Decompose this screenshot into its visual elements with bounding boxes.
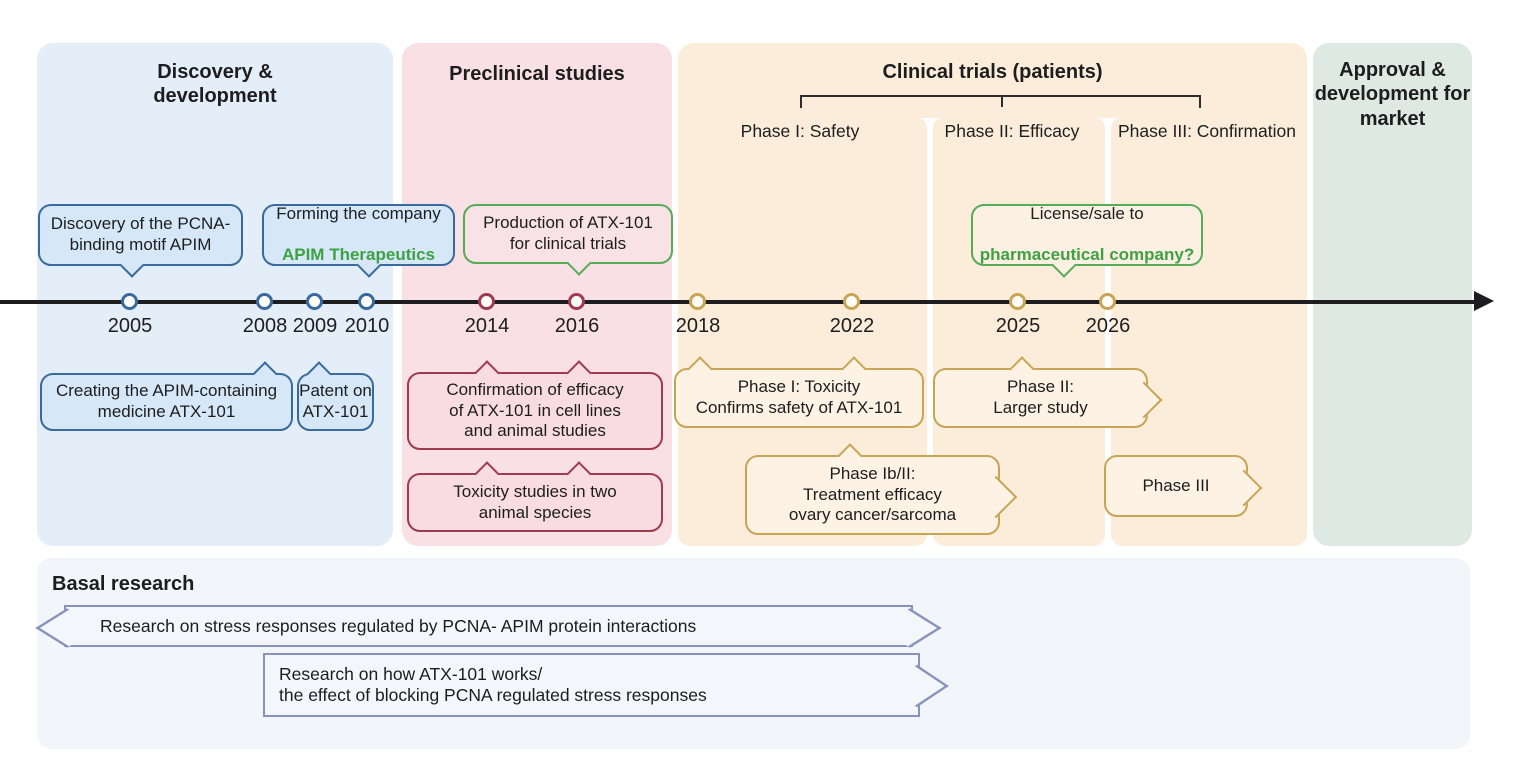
bubble-line1: Forming the company bbox=[276, 203, 441, 223]
bubble-line2-pharma: pharmaceutical company? bbox=[979, 245, 1195, 265]
bubble-text: Production of ATX-101 for clinical trial… bbox=[483, 213, 653, 253]
timeline-dot-2016 bbox=[568, 293, 585, 310]
bubble-patent-atx101: Patent on ATX-101 bbox=[297, 361, 374, 431]
panel-approval-market bbox=[1313, 43, 1472, 546]
timeline-year-label: 2014 bbox=[464, 315, 510, 337]
timeline-dot-2005 bbox=[121, 293, 138, 310]
bubble-phase3: Phase III bbox=[1104, 455, 1263, 517]
bubble-text: Forming the company APIM Therapeutics bbox=[276, 204, 440, 267]
bubble-toxicity-studies: Toxicity studies in two animal species bbox=[407, 461, 663, 532]
timeline-axis bbox=[0, 300, 1476, 304]
section-title-preclinical: Preclinical studies bbox=[449, 63, 625, 85]
bubble-text: Toxicity studies in two animal species bbox=[453, 481, 617, 522]
timeline-year-label: 2022 bbox=[829, 315, 875, 337]
timeline-year-label: 2026 bbox=[1085, 315, 1131, 337]
timeline-year-label: 2018 bbox=[675, 315, 721, 337]
bubble-line2-company-name: APIM Therapeutics bbox=[281, 245, 436, 265]
bubble-production-atx101: Production of ATX-101 for clinical trial… bbox=[463, 204, 673, 276]
bubble-text: License/sale to pharmaceutical company? bbox=[980, 204, 1194, 267]
timeline-year-label: 2016 bbox=[554, 315, 600, 337]
bubble-discovery-apim-motif: Discovery of the PCNA- binding motif API… bbox=[38, 204, 243, 278]
timeline-year-label: 2025 bbox=[995, 315, 1041, 337]
banner-text: Research on stress responses regulated b… bbox=[100, 615, 697, 636]
bubble-creating-atx101: Creating the APIM-containing medicine AT… bbox=[40, 361, 293, 431]
bubble-license-sale: License/sale to pharmaceutical company? bbox=[971, 204, 1203, 278]
phase2-label: Phase II: Efficacy bbox=[944, 121, 1080, 141]
basal-arrow-stress-responses: Research on stress responses regulated b… bbox=[35, 605, 942, 648]
bubble-text: Phase II: Larger study bbox=[993, 377, 1088, 417]
section-title-clinical: Clinical trials (patients) bbox=[882, 61, 1103, 83]
timeline-year-label: 2005 bbox=[107, 315, 153, 337]
bubble-text: Phase I: Toxicity Confirms safety of ATX… bbox=[695, 377, 903, 417]
bubble-forming-company: Forming the company APIM Therapeutics bbox=[262, 204, 455, 278]
timeline-dot-2022 bbox=[843, 293, 860, 310]
bubble-text: Creating the APIM-containing medicine AT… bbox=[55, 381, 278, 421]
clinical-phase-bracket bbox=[800, 95, 1201, 108]
bracket-middle-tick bbox=[1000, 97, 1003, 107]
basal-research-title: Basal research bbox=[52, 573, 195, 595]
timeline-dot-2008 bbox=[256, 293, 273, 310]
timeline-dot-2026 bbox=[1099, 293, 1116, 310]
bubble-text: Phase III bbox=[1142, 475, 1210, 495]
panel-preclinical-studies bbox=[402, 43, 672, 546]
bubble-text: Confirmation of efficacy of ATX-101 in c… bbox=[446, 379, 624, 441]
bubble-text: Patent on ATX-101 bbox=[299, 381, 372, 421]
timeline-year-label: 2010 bbox=[344, 315, 390, 337]
timeline-dot-2018 bbox=[689, 293, 706, 310]
section-title-discovery: Discovery & development bbox=[153, 61, 277, 108]
phase1-label: Phase I: Safety bbox=[740, 121, 860, 141]
timeline-arrowhead-icon bbox=[1474, 291, 1494, 311]
panel-clinical-trials-header bbox=[678, 43, 1307, 118]
section-title-approval: Approval & development for market bbox=[1314, 59, 1471, 130]
bubble-phase1-toxicity: Phase I: Toxicity Confirms safety of ATX… bbox=[674, 356, 924, 428]
timeline-dot-2010 bbox=[358, 293, 375, 310]
phase3-label: Phase III: Confirmation bbox=[1118, 121, 1296, 141]
bubble-text: Discovery of the PCNA- binding motif API… bbox=[50, 214, 231, 254]
bubble-line1: License/sale to bbox=[1030, 203, 1144, 223]
timeline-year-label: 2009 bbox=[292, 315, 338, 337]
bubble-efficacy-confirmation: Confirmation of efficacy of ATX-101 in c… bbox=[407, 360, 663, 450]
timeline-dot-2009 bbox=[306, 293, 323, 310]
panel-discovery-development bbox=[37, 43, 393, 546]
timeline-dot-2025 bbox=[1009, 293, 1026, 310]
bubble-phase2-larger-study: Phase II: Larger study bbox=[933, 356, 1163, 428]
timeline-dot-2014 bbox=[478, 293, 495, 310]
basal-arrow-how-atx101-works: Research on how ATX-101 works/ the effec… bbox=[263, 653, 949, 717]
timeline-year-label: 2008 bbox=[242, 315, 288, 337]
bubble-text: Phase Ib/II: Treatment efficacy ovary ca… bbox=[788, 463, 957, 525]
bubble-phase1b2-efficacy: Phase Ib/II: Treatment efficacy ovary ca… bbox=[745, 443, 1018, 535]
banner-text: Research on how ATX-101 works/ the effec… bbox=[279, 664, 707, 705]
